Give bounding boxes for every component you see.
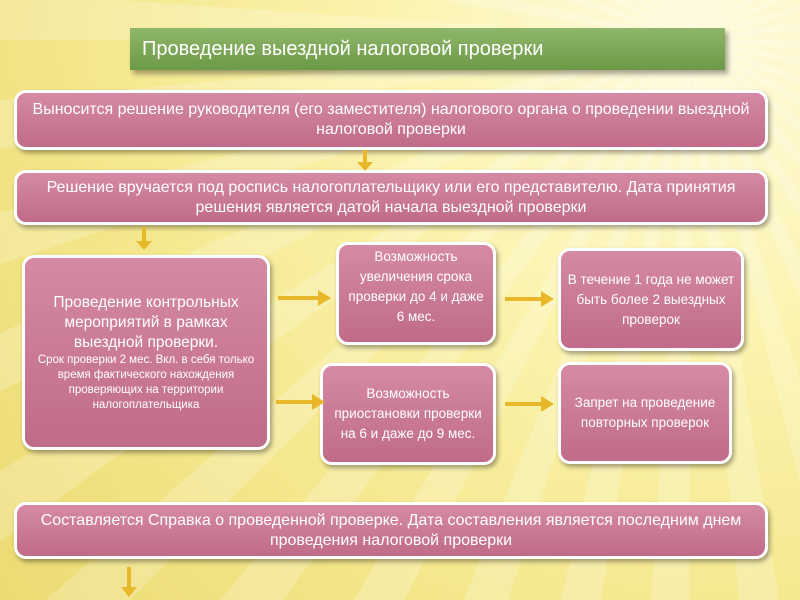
page-title: Проведение выездной налоговой проверки	[130, 28, 725, 70]
control-measures-box: Проведение контрольных мероприятий в рам…	[22, 255, 270, 450]
arrow-right-icon	[278, 290, 331, 306]
handover-box: Решение вручается под роспись налогоплат…	[14, 170, 768, 225]
arrow-down-icon	[121, 567, 137, 597]
arrow-down-icon	[357, 150, 373, 171]
handover-text: Решение вручается под роспись налогоплат…	[46, 178, 736, 216]
arrow-right-icon	[276, 394, 325, 410]
arrow-down-icon	[136, 227, 152, 250]
yearly-limit-text: В течение 1 года не может быть более 2 в…	[567, 271, 735, 327]
decision-text: Выносится решение руководителя (его заме…	[32, 101, 750, 138]
arrow-right-icon	[505, 396, 554, 412]
arrow-right-icon	[505, 291, 554, 307]
repeat-ban-text: Запрет на проведение повторных проверок	[574, 395, 716, 430]
suspension-box: Возможность приостановки проверки на 6 и…	[320, 363, 496, 465]
control-measures-title: Проведение контрольных мероприятий в рам…	[53, 293, 239, 351]
suspension-text: Возможность приостановки проверки на 6 и…	[334, 386, 482, 441]
report-box: Составляется Справка о проведенной прове…	[14, 502, 768, 559]
control-measures-note: Срок проверки 2 мес. Вкл. в себя только …	[37, 353, 255, 411]
extension-box: Возможность увеличения срока проверки до…	[336, 242, 496, 345]
yearly-limit-box: В течение 1 года не может быть более 2 в…	[558, 248, 744, 351]
extension-text: Возможность увеличения срока проверки до…	[348, 249, 484, 324]
repeat-ban-box: Запрет на проведение повторных проверок	[558, 362, 732, 464]
report-text: Составляется Справка о проведенной прове…	[40, 511, 742, 549]
decision-box: Выносится решение руководителя (его заме…	[14, 90, 768, 150]
